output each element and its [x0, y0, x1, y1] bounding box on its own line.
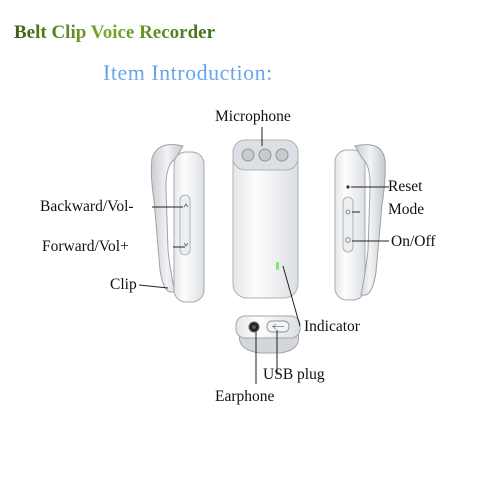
- indicator-led: [276, 262, 279, 270]
- label-reset: Reset: [388, 178, 423, 195]
- label-backward: Backward/Vol-: [40, 198, 134, 215]
- leader-lines: [138, 127, 389, 384]
- label-on-off: On/Off: [391, 233, 436, 250]
- left-side-view: [150, 144, 205, 303]
- center-front-view: [232, 139, 299, 299]
- label-clip: Clip: [110, 276, 137, 293]
- label-forward: Forward/Vol+: [42, 238, 129, 255]
- label-earphone: Earphone: [215, 388, 275, 405]
- label-usb-plug: USB plug: [263, 366, 325, 383]
- bottom-view: [235, 315, 301, 354]
- page-title: Belt Clip Voice Recorder: [14, 22, 216, 43]
- page-subtitle: Item Introduction:: [103, 60, 273, 85]
- label-microphone: Microphone: [215, 108, 291, 125]
- label-mode: Mode: [388, 201, 425, 218]
- right-side-view: [334, 144, 386, 301]
- label-indicator: Indicator: [304, 318, 360, 335]
